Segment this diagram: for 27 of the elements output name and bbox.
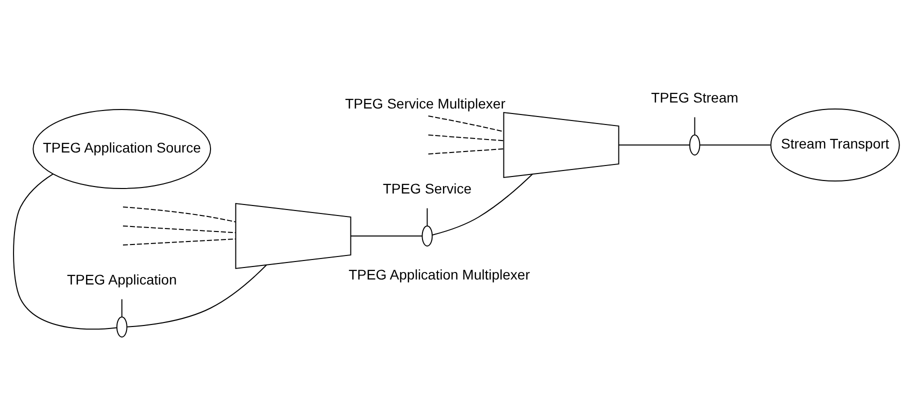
node-trapezium [235,202,352,269]
node-text: TPEG Service [382,180,472,196]
connector [122,206,236,222]
connector [694,116,696,135]
connector [618,144,690,145]
node-ellipse [116,316,128,337]
node-label: TPEG Service Multiplexer [345,95,506,112]
connector [700,144,771,145]
node-ellipse [422,225,433,246]
connector [428,115,504,132]
node-trapezium [503,111,620,178]
connector [426,207,428,226]
connector [432,173,533,235]
node-label: TPEG Application Multiplexer [348,266,530,282]
node-text: TPEG Stream [651,89,738,106]
connector [126,264,268,327]
node-ellipse [689,134,700,155]
connector [350,235,423,236]
connector [121,298,122,317]
connector [13,173,118,330]
node-ellipse: Stream Transport [770,108,900,181]
node-text: TPEG Application [67,271,177,288]
connector [428,148,504,154]
connector [122,225,236,233]
connector [122,238,236,245]
connector [428,134,504,141]
node-ellipse: TPEG Application Source [32,108,212,188]
